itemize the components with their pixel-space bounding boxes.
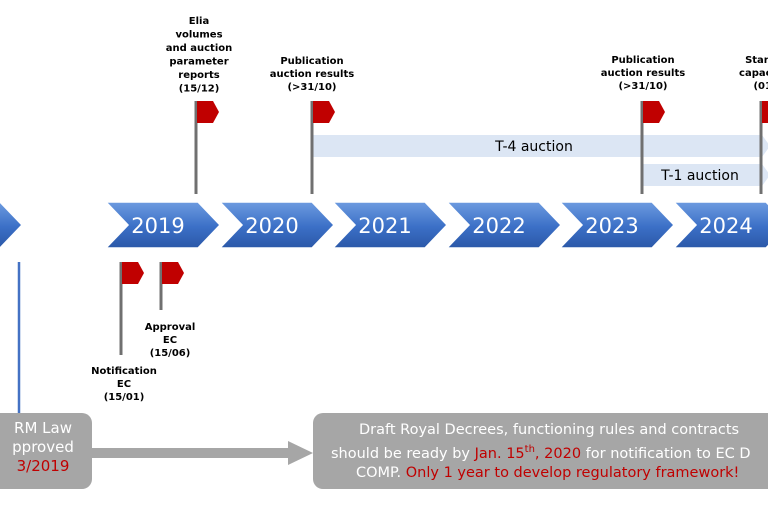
year-chevron-previous (0, 201, 24, 249)
year-chevron (558, 201, 676, 249)
year-chevron (445, 201, 563, 249)
year-label: 2021 (358, 214, 411, 238)
milestone-label: EC (163, 335, 177, 346)
milestone-label: volumes (175, 30, 222, 41)
draft-text: for notification to EC D (581, 445, 751, 462)
year-label: 2019 (131, 214, 184, 238)
year-label: 2020 (245, 214, 298, 238)
milestone-label: (15/01) (104, 392, 145, 403)
auction-label: T-1 auction (660, 168, 739, 184)
year-chevron (218, 201, 336, 249)
draft-line-1: Draft Royal Decrees, functioning rules a… (321, 421, 768, 440)
year-chevron (104, 201, 222, 249)
draft-text: Draft Royal Decrees, functioning rules a… (359, 422, 740, 438)
crm-law-date: 3/2019 (16, 457, 70, 475)
milestone-label: EC (117, 379, 131, 390)
milestone-label: parameter (169, 57, 228, 68)
year-label: 2024 (699, 214, 752, 238)
year-label: 2022 (472, 214, 525, 238)
milestone-label: auction results (601, 68, 685, 79)
draft-text: COMP. (356, 464, 406, 481)
publication-results-2021-flag-icon (313, 101, 335, 123)
draft-royal-decrees-box: Draft Royal Decrees, functioning rules a… (313, 413, 768, 489)
draft-line-2: should be ready by Jan. 15th, 2020 for n… (321, 440, 768, 464)
draft-warning: Only 1 year to develop regulatory framew… (405, 464, 740, 481)
connector-arrow-head (288, 441, 313, 465)
auction-label: T-4 auction (494, 139, 573, 155)
milestone-label: Approval (145, 322, 196, 333)
draft-text: should be ready by (331, 445, 475, 462)
milestone-label: Start pe (745, 55, 768, 66)
milestone-label: Notification (91, 366, 157, 377)
crm-law-box: RM Law pproved 3/2019 (0, 413, 92, 489)
milestone-label: auction results (270, 69, 354, 80)
draft-line-3: COMP. Only 1 year to develop regulatory … (321, 464, 768, 483)
connector-arrow-shaft (92, 448, 288, 458)
auction-bar-t4 (312, 135, 768, 157)
milestone-label: (>31/10) (287, 82, 336, 93)
start-capacity-flag-icon (762, 101, 768, 123)
milestone-label: (01/1 (753, 81, 768, 92)
crm-law-line: RM Law (14, 419, 72, 437)
milestone-label: Publication (280, 56, 343, 67)
notification-ec-flag-icon (122, 262, 144, 284)
draft-deadline: Jan. 15 (474, 445, 525, 462)
draft-deadline-sup: th (524, 444, 535, 455)
milestone-label: capacity d (739, 68, 768, 79)
year-chevron (331, 201, 449, 249)
approval-ec-flag-icon (162, 262, 184, 284)
milestone-label: reports (178, 70, 219, 81)
draft-deadline-year: , 2020 (534, 445, 582, 462)
publication-results-2024-flag-icon (643, 101, 665, 123)
milestone-label: (15/06) (150, 348, 191, 359)
milestone-label: Elia (189, 16, 209, 27)
milestone-label: and auction (166, 43, 233, 54)
milestone-label: (15/12) (179, 84, 220, 95)
year-label: 2023 (585, 214, 638, 238)
year-chevron (672, 201, 768, 249)
auction-bar-t1 (642, 164, 768, 186)
milestone-label: (>31/10) (618, 81, 667, 92)
crm-law-line: pproved (12, 438, 74, 456)
elia-reports-flag-icon (197, 101, 219, 123)
milestone-label: Publication (611, 55, 674, 66)
